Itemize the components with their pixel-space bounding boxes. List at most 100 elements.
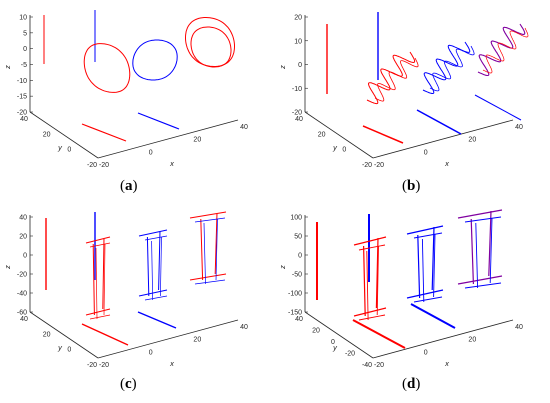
y-tick-label: 0	[67, 147, 71, 154]
caption-a: (a)	[120, 178, 138, 194]
trajectory-blue-hourglass-2	[413, 232, 443, 303]
trajectory-red-wave-3	[482, 27, 529, 74]
y-tick-label: 0	[331, 339, 335, 346]
trajectory-blue-hourglass-3	[464, 216, 502, 289]
trajectory-red-hourglass-3	[189, 211, 227, 281]
x-axis-line	[372, 319, 514, 359]
z-tick-label: -40	[17, 291, 27, 298]
x-tick-label: 0	[149, 149, 153, 156]
trajectory-mixed-wave	[477, 23, 526, 77]
z-tick-label: -100	[288, 291, 302, 298]
trajectory-blue-proj-xy	[137, 112, 180, 130]
trajectory-blue-proj-xy-2	[474, 94, 522, 121]
z-tick-label: 0	[298, 253, 302, 260]
z-tick-label: 20	[19, 234, 27, 241]
x-tick-label: -20	[99, 362, 109, 369]
z-tick-label: -15	[17, 94, 27, 101]
z-tick-label: 50	[294, 234, 302, 241]
x-tick-label: -20	[374, 162, 384, 169]
x-axis-line	[97, 319, 239, 359]
z-tick-label: 20	[294, 15, 302, 22]
z-tick-label: -20	[17, 272, 27, 279]
z-tick-label: -10	[292, 86, 302, 93]
y-axis-label: y	[57, 143, 63, 152]
trajectory-blue-hourglass-3	[194, 217, 226, 285]
y-tick-label: 40	[295, 316, 303, 323]
x-tick-label: 20	[193, 337, 201, 344]
trajectory-red-hourglass	[353, 236, 387, 317]
caption-d: (d)	[402, 376, 421, 392]
z-axis-label: z	[278, 65, 287, 70]
trajectory-blue-proj-xy	[416, 109, 462, 135]
y-tick-label: 40	[20, 116, 28, 123]
y-tick-label: 20	[43, 331, 51, 338]
z-tick-label: 0	[298, 62, 302, 69]
trajectory-red-proj-xy	[81, 123, 127, 142]
z-tick-label: 0	[23, 46, 27, 53]
y-tick-label: 40	[20, 316, 28, 323]
x-tick-label: 0	[424, 349, 428, 356]
trajectory-blue-proj-xy	[410, 303, 456, 329]
trajectory-red-proj-xy	[81, 323, 129, 346]
y-tick-label: -20	[87, 362, 97, 369]
trajectory-blue-hourglass	[138, 229, 168, 297]
y-axis-label: y	[332, 143, 338, 152]
y-tick-label: -40	[362, 362, 372, 369]
x-axis-line	[372, 119, 514, 159]
z-tick-label: -150	[288, 310, 302, 317]
x-axis-label: x	[444, 359, 449, 368]
y-axis-line	[29, 111, 99, 159]
x-tick-label: 40	[515, 324, 523, 331]
y-tick-label: -20	[345, 351, 355, 358]
x-tick-label: 20	[468, 137, 476, 144]
z-tick-label: -5	[21, 62, 27, 69]
z-tick-label: -50	[292, 272, 302, 279]
y-tick-label: 20	[312, 328, 320, 335]
x-tick-label: 40	[240, 324, 248, 331]
trajectory-blue-loop	[132, 39, 178, 81]
y-axis-label: y	[57, 343, 63, 352]
y-tick-label: 40	[295, 116, 303, 123]
x-tick-label: 0	[424, 149, 428, 156]
z-tick-label: 40	[19, 215, 27, 222]
y-axis-line	[304, 311, 374, 359]
trajectory-blue-wave-2	[429, 45, 475, 92]
x-tick-label: 40	[240, 124, 248, 131]
trajectory-red-loop-outer	[185, 17, 235, 67]
x-axis-line	[97, 119, 239, 159]
z-tick-label: 10	[294, 38, 302, 45]
x-tick-label: 20	[193, 137, 201, 144]
y-tick-label: -20	[87, 162, 97, 169]
y-tick-label: 0	[342, 147, 346, 154]
z-axis-label: z	[3, 265, 12, 270]
x-axis-label: x	[444, 159, 449, 168]
z-tick-label: 10	[19, 15, 27, 22]
y-axis-line	[304, 111, 374, 159]
trajectory-mixed-hourglass	[457, 209, 503, 285]
y-axis-line	[29, 311, 99, 359]
trajectory-blue-hourglass-2	[144, 235, 168, 301]
y-tick-label: 20	[43, 131, 51, 138]
z-axis-label: z	[278, 265, 287, 270]
trajectory-red-wave	[366, 51, 416, 105]
trajectory-red-proj-xy	[362, 125, 404, 144]
z-tick-label: -20	[17, 110, 27, 117]
trajectory-red-hourglass-2	[89, 242, 111, 320]
caption-c: (c)	[120, 376, 137, 392]
x-tick-label: 0	[149, 349, 153, 356]
trajectory-red-hourglass	[85, 236, 111, 316]
trajectory-red-hourglass-2	[358, 244, 386, 321]
x-tick-label: 20	[468, 337, 476, 344]
x-tick-label: -20	[99, 162, 109, 169]
z-axis-label: z	[3, 65, 12, 70]
z-tick-label: -10	[17, 78, 27, 85]
x-axis-label: x	[169, 159, 174, 168]
